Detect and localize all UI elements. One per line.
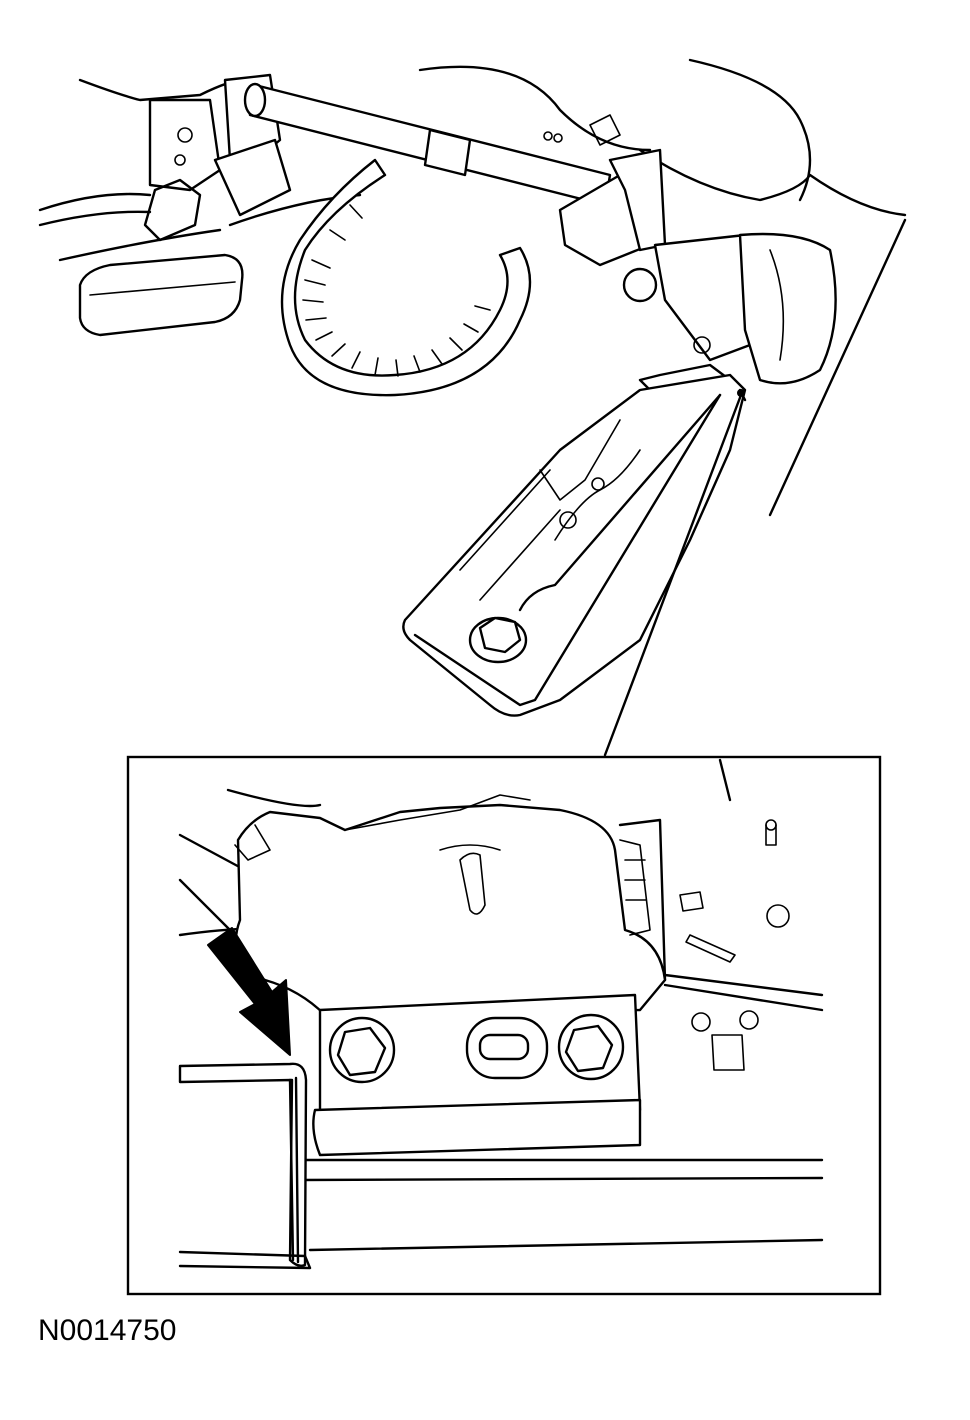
slotted-nut	[465, 1016, 549, 1080]
pivot-bracket	[558, 148, 837, 385]
leader-line	[603, 393, 743, 757]
pry-tool	[178, 1062, 312, 1270]
pedal-shaft-rod	[243, 82, 621, 207]
direction-arrow-icon	[207, 927, 291, 1056]
mounting-bolt	[468, 616, 528, 664]
mounting-plate	[312, 993, 642, 1157]
pedal-arm-assembly	[402, 363, 747, 717]
floor-rail	[296, 1158, 824, 1252]
body-studs	[679, 819, 790, 1071]
detail-inset	[126, 755, 882, 1296]
pedal-bracket-housing	[234, 794, 667, 1017]
overview-view	[38, 58, 907, 757]
figure-id-label: N0014750	[38, 1314, 177, 1347]
hex-bolt-left	[328, 1016, 396, 1084]
wiring-harness	[280, 158, 532, 397]
pedal-pad	[78, 253, 244, 337]
hex-bolt-right	[557, 1013, 625, 1081]
